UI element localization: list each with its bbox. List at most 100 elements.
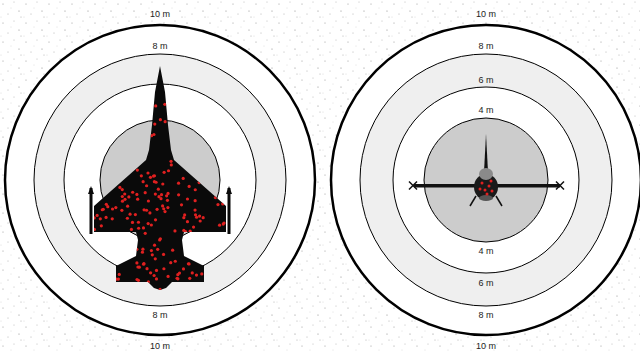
aircraft-front-view	[409, 134, 564, 206]
canopy	[479, 168, 493, 180]
hit-dot	[169, 261, 172, 264]
hit-dot	[193, 208, 196, 211]
hit-dot	[135, 193, 138, 196]
hit-dot	[186, 220, 189, 223]
range-ring	[34, 54, 286, 306]
hit-dot	[149, 176, 152, 179]
hit-dot	[141, 251, 144, 254]
hit-dot	[162, 267, 165, 270]
hit-dot	[221, 202, 224, 205]
hit-dot	[117, 277, 120, 280]
wingtip-missile	[90, 188, 93, 234]
ventral-fin	[496, 196, 502, 206]
hit-dot	[147, 280, 150, 283]
hit-dot	[182, 177, 185, 180]
hit-dot	[111, 217, 114, 220]
hit-dot	[155, 269, 158, 272]
hit-dot	[128, 213, 131, 216]
hit-dot	[154, 257, 157, 260]
hit-dot	[137, 227, 140, 230]
distance-label: 6 m	[478, 279, 493, 288]
hit-dot	[198, 181, 201, 184]
hit-dot	[150, 134, 153, 137]
hit-dot	[140, 174, 143, 177]
hit-dot	[490, 180, 493, 183]
hit-dot	[167, 169, 170, 172]
hit-dot	[176, 277, 179, 280]
hit-dot	[155, 208, 158, 211]
hit-dot	[138, 266, 141, 269]
hit-dot	[151, 253, 154, 256]
hit-dot	[142, 262, 145, 265]
hit-dot	[145, 267, 148, 270]
hit-dot	[118, 273, 121, 276]
hit-dot	[96, 214, 99, 217]
distance-label: 4 m	[478, 247, 493, 256]
hit-dot	[154, 104, 157, 107]
ventral-fin	[470, 196, 476, 206]
hit-dot	[134, 213, 137, 216]
hit-dot	[199, 219, 202, 222]
hit-dot	[93, 216, 96, 219]
hit-dot	[158, 288, 161, 291]
distance-label: 8 m	[478, 42, 493, 51]
hit-dot	[194, 188, 197, 191]
hit-dot	[147, 222, 150, 225]
distance-label: 4 m	[478, 106, 493, 115]
hit-dot	[214, 196, 217, 199]
hit-dot	[165, 194, 168, 197]
hit-dot	[178, 271, 181, 274]
hit-dot	[141, 248, 144, 251]
hit-dot	[171, 249, 174, 252]
hit-dot	[147, 199, 150, 202]
hit-dot	[121, 195, 124, 198]
hit-dot	[135, 278, 138, 281]
wingtip-missile	[556, 182, 564, 190]
hit-dot	[189, 230, 192, 233]
range-ring	[331, 25, 640, 335]
hit-dot	[101, 208, 104, 211]
hit-dot	[157, 195, 160, 198]
hit-dot	[177, 182, 180, 185]
hit-dot	[488, 185, 491, 188]
range-ring	[5, 25, 315, 335]
aircraft-top-view	[88, 66, 232, 291]
hit-dot	[187, 262, 190, 265]
hit-dot	[153, 174, 156, 177]
hit-dot	[486, 193, 489, 196]
hit-dot	[104, 216, 107, 219]
hit-dot	[145, 184, 148, 187]
hit-dot	[183, 213, 186, 216]
hit-dot	[142, 208, 145, 211]
hit-dot	[137, 221, 140, 224]
hit-dot	[155, 277, 158, 280]
hit-dot	[144, 191, 147, 194]
hit-dot	[136, 198, 139, 201]
hit-dot	[184, 230, 187, 233]
hit-dot	[142, 180, 145, 183]
hit-dot	[481, 182, 484, 185]
distance-label: 10 m	[476, 10, 496, 19]
hit-dot	[162, 253, 165, 256]
air-intake	[479, 195, 493, 201]
hit-dot	[131, 221, 134, 224]
hit-dot	[191, 271, 194, 274]
distance-label: 8 m	[152, 42, 167, 51]
tail-fin	[484, 134, 488, 172]
hit-dot	[195, 273, 198, 276]
hit-dot	[150, 223, 153, 226]
hit-dot	[123, 198, 126, 201]
hit-dot	[105, 203, 108, 206]
hit-dot	[159, 118, 162, 121]
hit-dot	[144, 232, 147, 235]
hit-dot	[164, 120, 167, 123]
wingtip-missile	[409, 182, 417, 190]
hit-dot	[120, 209, 123, 212]
hit-dot	[126, 217, 129, 220]
hit-dot	[154, 218, 157, 221]
range-rings	[5, 25, 315, 335]
hit-dot	[130, 228, 133, 231]
range-ring	[393, 87, 579, 273]
